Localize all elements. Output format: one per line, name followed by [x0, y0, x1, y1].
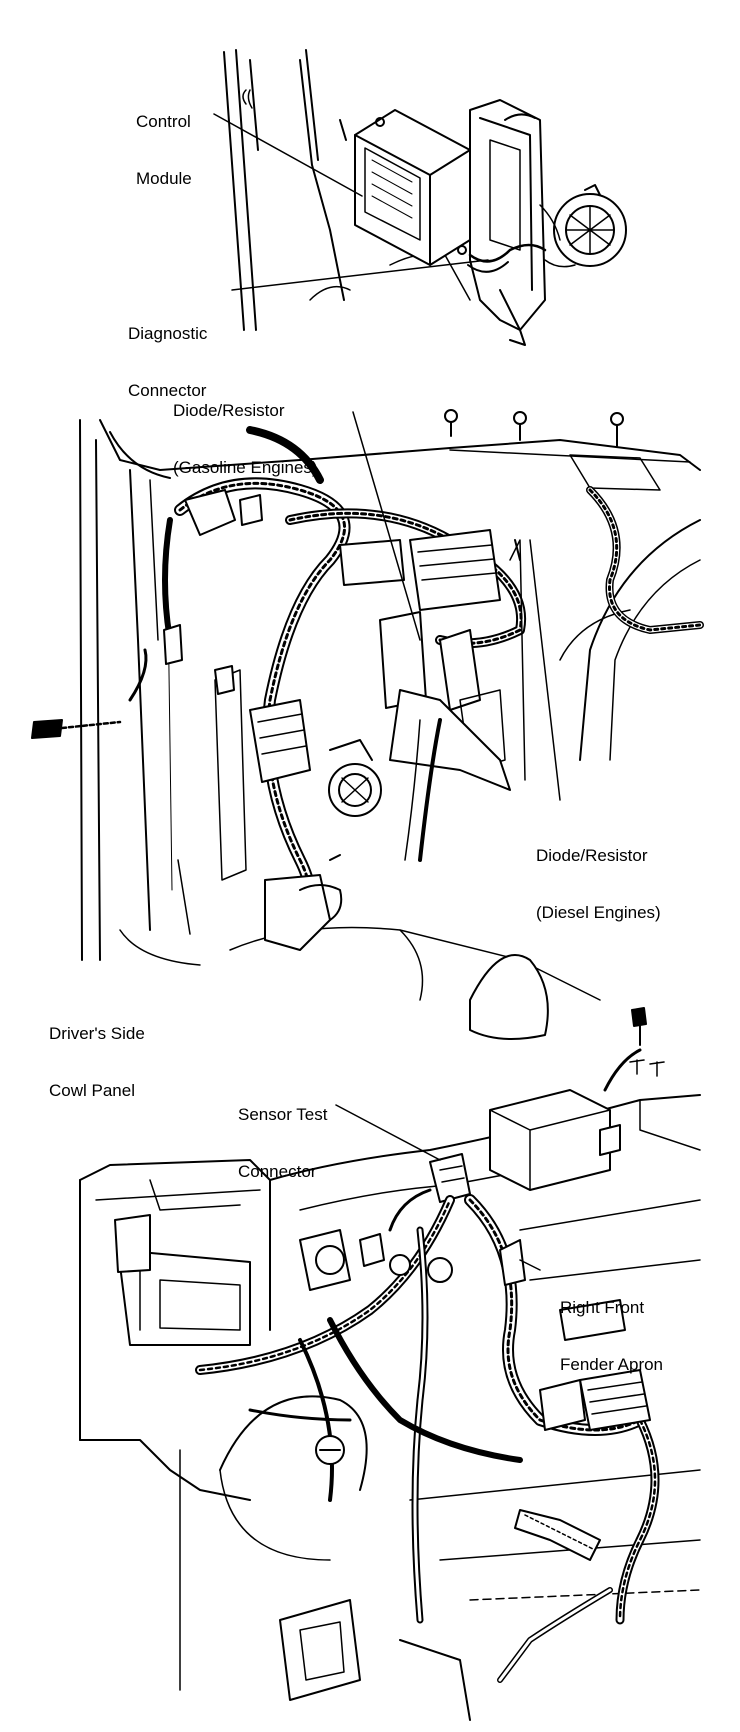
panel-engine [79, 1007, 701, 1721]
screw-3-icon [610, 412, 624, 447]
label-diode-diesel-line1: Diode/Resistor [536, 846, 648, 865]
label-fender-apron-line1: Right Front [560, 1298, 645, 1317]
label-diode-diesel-line2: (Diesel Engines) [536, 903, 661, 922]
label-diode-gasoline: Diode/Resistor (Gasoline Engines) [173, 363, 318, 496]
screw-2-icon [513, 411, 527, 441]
main-harness [162, 426, 527, 926]
label-sensor-test-line1: Sensor Test [238, 1105, 328, 1124]
leader-diode-diesel [529, 539, 561, 801]
leader-drivers-cowl [177, 859, 191, 935]
label-diagnostic-line1: Diagnostic [128, 324, 208, 343]
label-control-module: Control Module [136, 74, 192, 207]
label-drivers-cowl-panel: Driver's Side Cowl Panel [49, 986, 145, 1119]
label-drivers-cowl-line1: Driver's Side [49, 1024, 145, 1043]
label-diagnostic-connector: Diagnostic Connector [128, 286, 207, 419]
label-diode-diesel: Diode/Resistor (Diesel Engines) [536, 808, 661, 941]
label-drivers-cowl-line2: Cowl Panel [49, 1081, 135, 1100]
panel-cowl [31, 409, 704, 1040]
label-sensor-test-line2: Connector [238, 1162, 317, 1181]
label-fender-apron-line2: Fender Apron [560, 1355, 664, 1374]
leader-fender-apron [519, 1259, 541, 1271]
engine-harness [195, 1188, 660, 1625]
label-control-module-line1: Control [136, 112, 191, 131]
label-fender-apron: Right Front Fender Apron [560, 1260, 663, 1393]
label-diagnostic-line2: Connector [128, 381, 207, 400]
panel-control-module [213, 49, 627, 346]
leader-control-module [213, 113, 363, 197]
label-sensor-test-connector: Sensor Test Connector [238, 1067, 327, 1200]
label-diode-gasoline-line1: Diode/Resistor [173, 401, 285, 420]
label-diode-gasoline-line2: (Gasoline Engines) [173, 458, 318, 477]
label-control-module-line2: Module [136, 169, 192, 188]
leader-sensor-test [335, 1104, 441, 1161]
leader-diode-gasoline [352, 411, 421, 641]
screw-1-icon [444, 409, 458, 437]
leader-diagnostic [231, 259, 489, 291]
